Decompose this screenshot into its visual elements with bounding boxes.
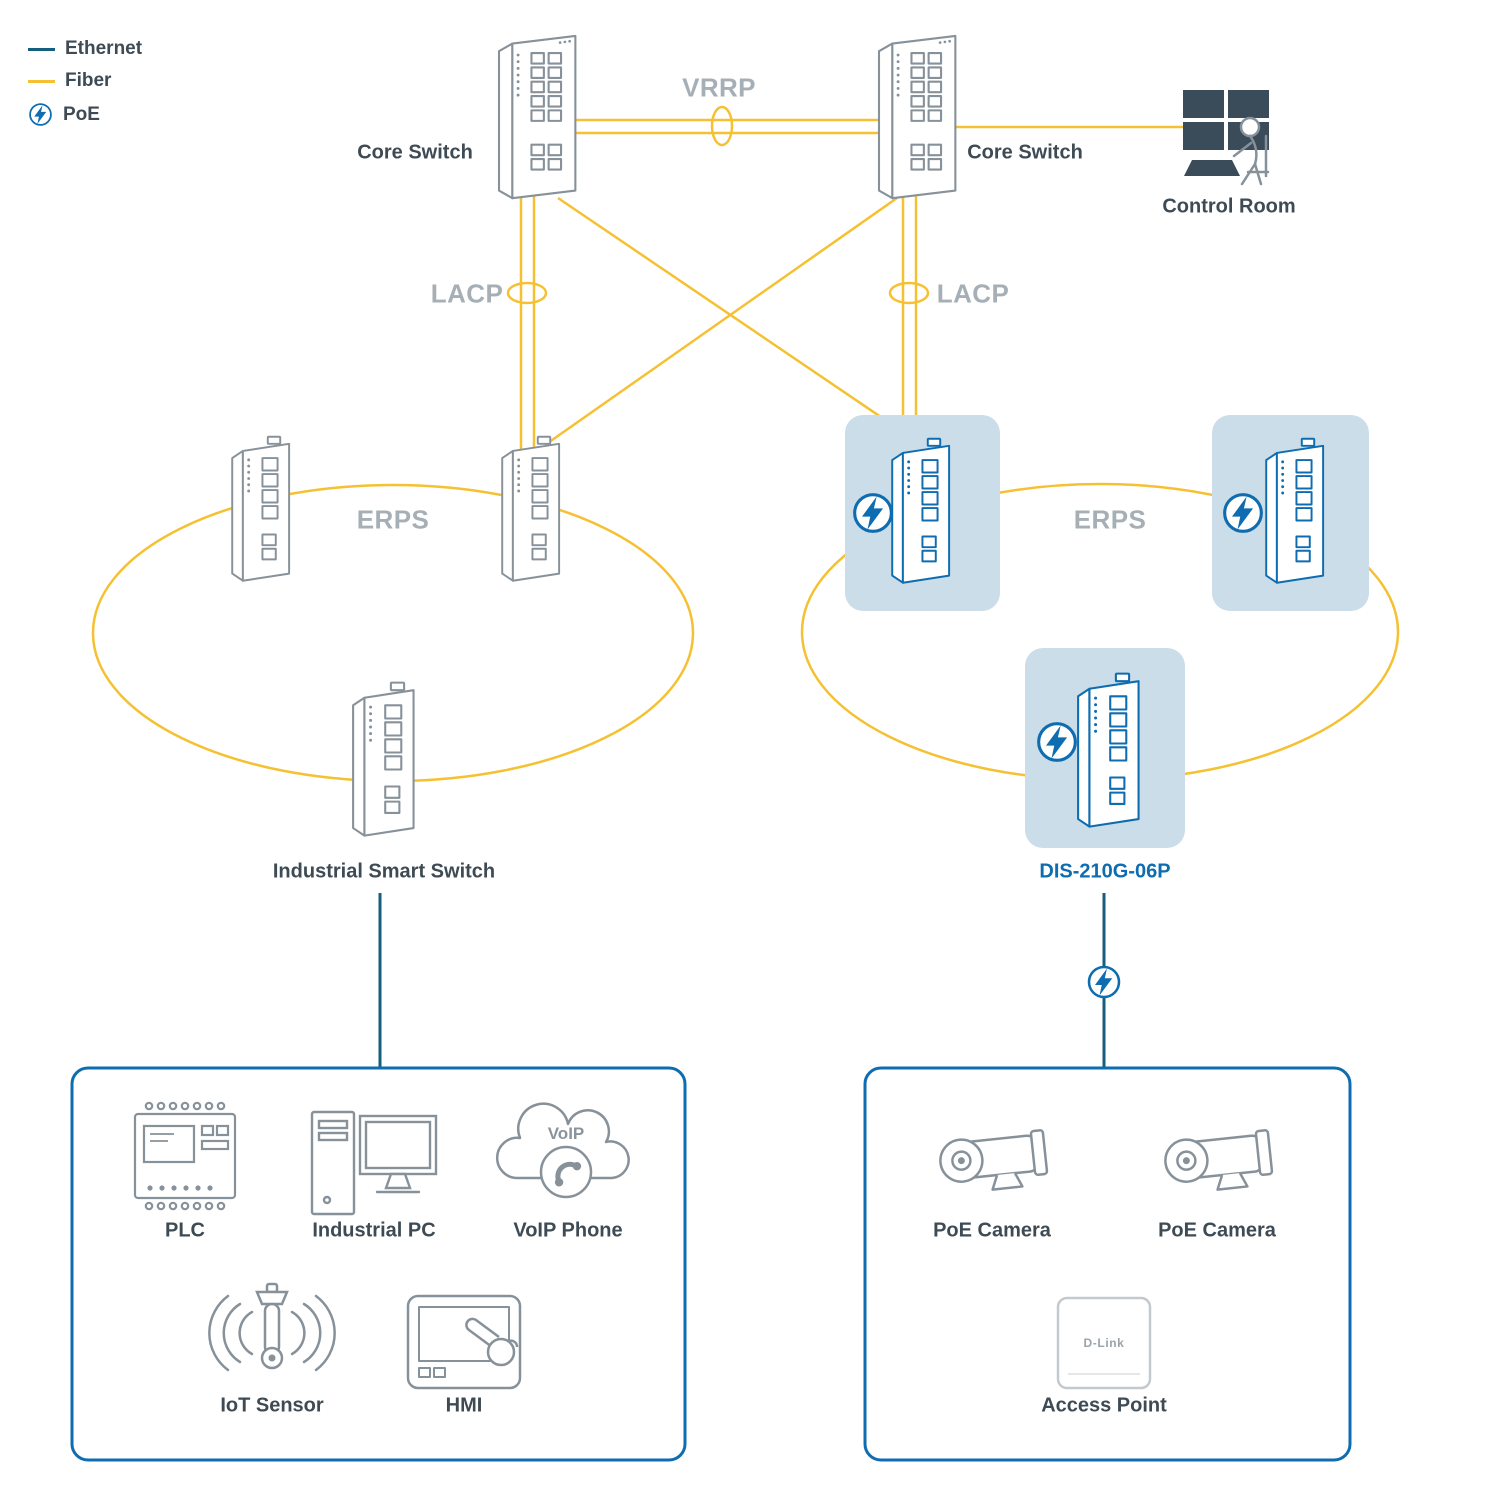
plc-label: PLC [165, 1219, 205, 1242]
fiber-line-swatch [28, 79, 55, 83]
voip-phone-icon [495, 1102, 630, 1199]
industrial-pc-label: Industrial PC [312, 1219, 436, 1242]
hmi-label: HMI [445, 1394, 483, 1417]
core-switch-left-label: Core Switch [357, 141, 473, 164]
poe-icon [1037, 722, 1077, 762]
plc-icon [133, 1101, 237, 1211]
hmi-icon [406, 1294, 522, 1390]
lacp-left-aggregate-symbol [506, 281, 548, 305]
legend-fiber-label: Fiber [65, 70, 112, 91]
poe-icon-on-link [1087, 965, 1121, 999]
core-switch-right-label: Core Switch [967, 141, 1083, 164]
smart-switch-label: Industrial Smart Switch [272, 860, 496, 883]
legend-row-ethernet: Ethernet [28, 38, 142, 60]
erps-right-label: ERPS [1073, 504, 1147, 535]
lacp-right-aggregate-symbol [888, 281, 930, 305]
touch-hand-icon [465, 1317, 500, 1349]
smart-switch-icon-1 [231, 435, 291, 582]
smart-switch-icon-2 [501, 435, 561, 582]
core-switch-right-icon [877, 34, 957, 200]
control-room-label: Control Room [1162, 195, 1296, 218]
vrrp-aggregate-symbol [710, 105, 734, 147]
voip-phone-label: VoIP Phone [513, 1219, 623, 1242]
vrrp-label: VRRP [682, 72, 756, 103]
dis-210g-06p-label: DIS-210G-06P [1039, 860, 1171, 883]
core-switch-left-icon [497, 34, 577, 200]
poe-camera-label-1: PoE Camera [933, 1219, 1051, 1242]
erps-left-label: ERPS [356, 504, 430, 535]
poe-icon [1223, 493, 1263, 533]
control-room-icon [1183, 90, 1270, 186]
legend-row-fiber: Fiber [28, 70, 142, 92]
iot-sensor-icon [208, 1282, 336, 1372]
iot-sensor-label: IoT Sensor [220, 1394, 324, 1417]
lacp-left-label: LACP [430, 278, 504, 309]
poe-camera-label-2: PoE Camera [1158, 1219, 1276, 1242]
dis-switch-icon-1 [891, 437, 951, 584]
dlink-brand-text: D-Link [1083, 1336, 1125, 1350]
poe-icon [853, 493, 893, 533]
access-point-icon [1056, 1296, 1152, 1390]
poe-camera-icon-2 [1164, 1129, 1274, 1191]
access-point-label: Access Point [1041, 1394, 1167, 1417]
poe-camera-icon-1 [939, 1129, 1049, 1191]
legend: Ethernet Fiber PoE [28, 38, 142, 127]
ethernet-links [378, 893, 1106, 1068]
industrial-pc-icon [310, 1110, 438, 1216]
legend-poe-label: PoE [63, 103, 100, 125]
legend-row-poe: PoE [28, 102, 142, 127]
lacp-right-label: LACP [936, 278, 1010, 309]
phone-handset-icon [554, 1161, 582, 1187]
cross-link-b [544, 196, 898, 447]
voip-cloud-text: VoIP [547, 1124, 585, 1143]
dis-switch-icon-3 [1076, 672, 1140, 828]
ethernet-line-swatch [28, 47, 55, 51]
smart-switch-icon-3 [351, 681, 415, 837]
poe-icon [28, 102, 53, 127]
dis-switch-icon-2 [1265, 437, 1325, 584]
legend-ethernet-label: Ethernet [65, 38, 143, 59]
